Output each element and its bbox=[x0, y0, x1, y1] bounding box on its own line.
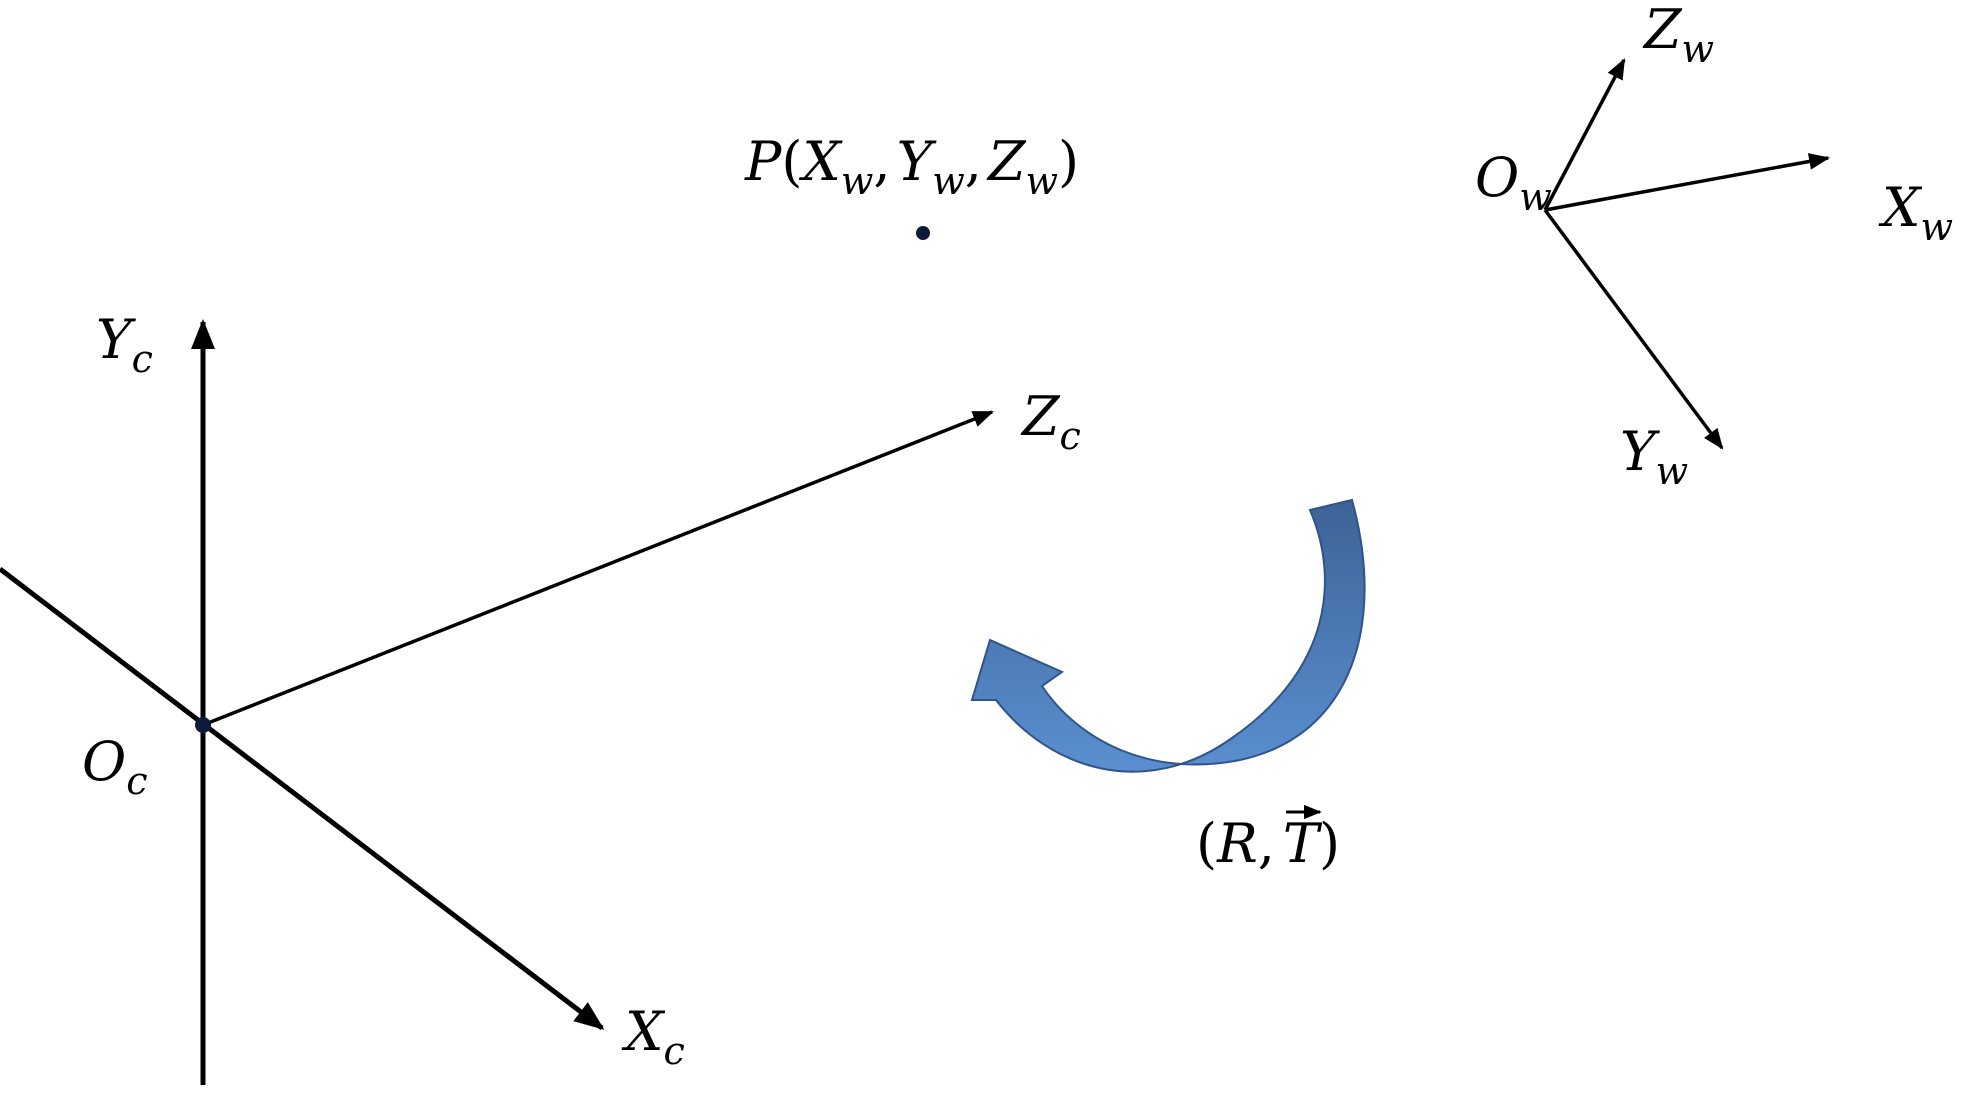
camera-frame bbox=[0, 319, 994, 1085]
transform-curved-arrow bbox=[970, 498, 1366, 773]
world-point-dot bbox=[916, 226, 930, 240]
world-origin-label: Ow bbox=[1475, 146, 1552, 219]
camera-origin-dot bbox=[195, 717, 211, 733]
world-y-axis bbox=[1543, 208, 1724, 450]
world-x-axis bbox=[1544, 153, 1831, 212]
camera-y-axis-label: Yc bbox=[96, 308, 153, 381]
camera-x-axis-label: Xc bbox=[621, 1000, 685, 1073]
camera-z-axis bbox=[202, 410, 994, 727]
world-z-axis bbox=[1543, 58, 1626, 211]
world-z-axis-label: Zw bbox=[1642, 0, 1714, 71]
camera-origin-label: Oc bbox=[82, 730, 148, 803]
camera-z-axis-label: Zc bbox=[1020, 385, 1081, 458]
world-frame bbox=[1543, 58, 1831, 450]
world-y-axis-label: Yw bbox=[1620, 420, 1688, 493]
transform-label: (R,T) bbox=[1196, 812, 1340, 875]
world-x-axis-label: Xw bbox=[1878, 176, 1953, 249]
camera-x-axis bbox=[0, 567, 605, 1030]
world-point-label: P(Xw,Yw,Zw) bbox=[744, 130, 1079, 203]
